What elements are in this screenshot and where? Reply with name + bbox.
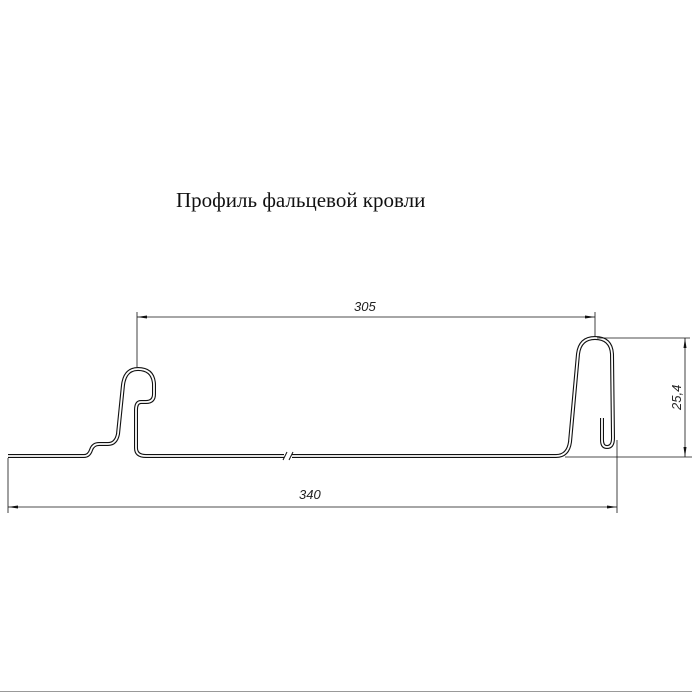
drawing-title: Профиль фальцевой кровли xyxy=(176,188,426,212)
dimension-label-305: 305 xyxy=(354,299,376,314)
dimension-label-25-4: 25,4 xyxy=(669,385,684,411)
dimension-305 xyxy=(136,312,596,367)
dimension-label-340: 340 xyxy=(299,487,321,502)
dimension-340 xyxy=(7,440,618,513)
frame-border xyxy=(0,691,692,692)
break-mark xyxy=(282,451,294,461)
dimension-25-4 xyxy=(565,337,692,458)
profile-outline xyxy=(8,336,615,458)
